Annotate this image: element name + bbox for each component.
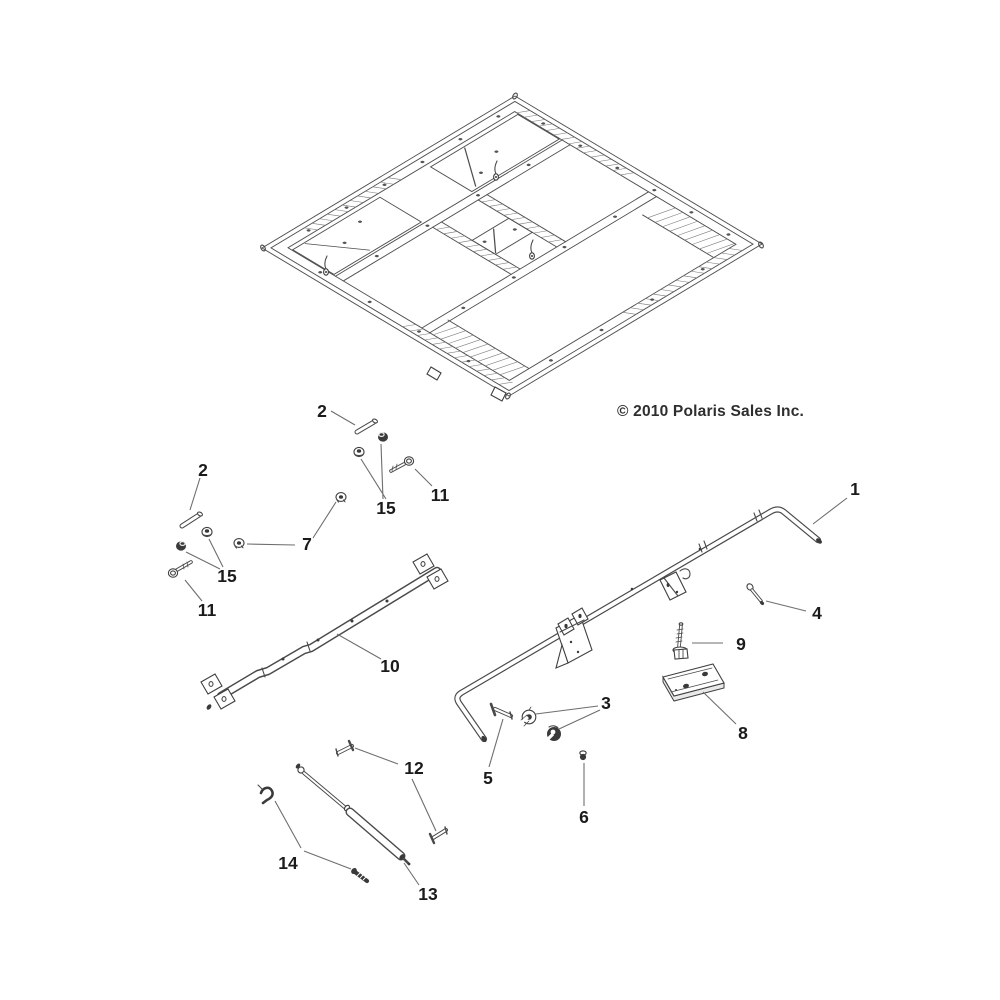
callout-4: 4 [812, 603, 822, 623]
frame-latch-hook [529, 239, 535, 260]
part-7-flange-nut-upper [335, 492, 347, 503]
frame-edge-strip-right [641, 214, 714, 258]
frame-front-tab [490, 386, 507, 402]
callout-1: 1 [850, 479, 860, 499]
part-14-screw [351, 868, 370, 884]
part-11-bolt-left [167, 560, 193, 578]
frame-rail-inner-wall [287, 111, 737, 381]
part-12-clevis-pin-b [428, 826, 448, 845]
callout-11-upper: 11 [431, 485, 450, 505]
rail-bracket-small [659, 568, 691, 601]
callout-7: 7 [302, 534, 312, 554]
part-9-hex-bolt [672, 622, 689, 660]
frame-latch-hook [493, 160, 499, 181]
callout-13: 13 [418, 884, 438, 904]
part-2-pin-upper [354, 418, 378, 435]
callout-8: 8 [738, 723, 748, 743]
callout-5: 5 [483, 768, 493, 788]
part-1-pivot-rail-tube [454, 506, 822, 743]
frame-gusset-plate-left [291, 196, 423, 275]
leader-lines [184, 410, 848, 886]
callout-10: 10 [380, 656, 400, 676]
callout-6: 6 [579, 807, 589, 827]
part-13-gas-spring [295, 763, 411, 866]
frame-mid-bracket [471, 217, 534, 255]
frame-outer-rim [261, 95, 763, 397]
frame-channel-2 [477, 194, 567, 248]
callout-14: 14 [278, 853, 298, 873]
frame-cross-rail-2 [421, 191, 658, 334]
copyright-notice: © 2010 Polaris Sales Inc. [617, 403, 805, 420]
callout-3: 3 [601, 693, 611, 713]
part-7-flange-nut-left [233, 538, 245, 549]
part-14-retainer-clip [257, 784, 274, 805]
part-15-bushing-dark-upper [378, 432, 388, 442]
part-11-bolt-upper [389, 456, 415, 473]
frame-front-tab [426, 366, 442, 381]
crossbar-end-bracket-left [200, 673, 236, 710]
part-12-clevis-pin-a [335, 739, 355, 757]
part-10-support-crossbar [200, 553, 449, 710]
frame-cross-rail-1 [334, 139, 571, 282]
part-15-bushing-dark-left [176, 540, 186, 551]
callout-15-left: 15 [217, 566, 237, 586]
frame-rail-top-edge [270, 100, 754, 392]
frame-channel-1 [432, 221, 521, 275]
callout-15-upper: 15 [376, 498, 396, 518]
part-4-clevis-pin [746, 583, 765, 605]
callout-12: 12 [404, 758, 424, 778]
callout-11-left: 11 [198, 600, 217, 620]
crossbar-end-bracket-right [412, 553, 449, 590]
part-15-bushing-light-left [201, 526, 213, 538]
callout-9: 9 [736, 634, 746, 654]
part-3-clamp-half-dark [545, 725, 561, 742]
frame-details [260, 92, 764, 402]
callout-2-left: 2 [198, 460, 208, 480]
part-15-bushing-light-upper [353, 446, 365, 458]
part-2-pin-left [179, 511, 203, 529]
part-6-screw [579, 750, 587, 761]
part-8-anchor-plate [662, 663, 725, 702]
cargo-box-frame [261, 95, 763, 397]
callout-2-upper: 2 [317, 401, 327, 421]
part-3-clamp-half-light [520, 706, 537, 727]
frame-hole-dots [306, 115, 731, 363]
frame-gusset-plate-top [429, 113, 561, 193]
frame-latch-hook [323, 255, 329, 276]
part-5-clevis-pin [489, 702, 513, 720]
rail-bracket-large [555, 607, 593, 669]
